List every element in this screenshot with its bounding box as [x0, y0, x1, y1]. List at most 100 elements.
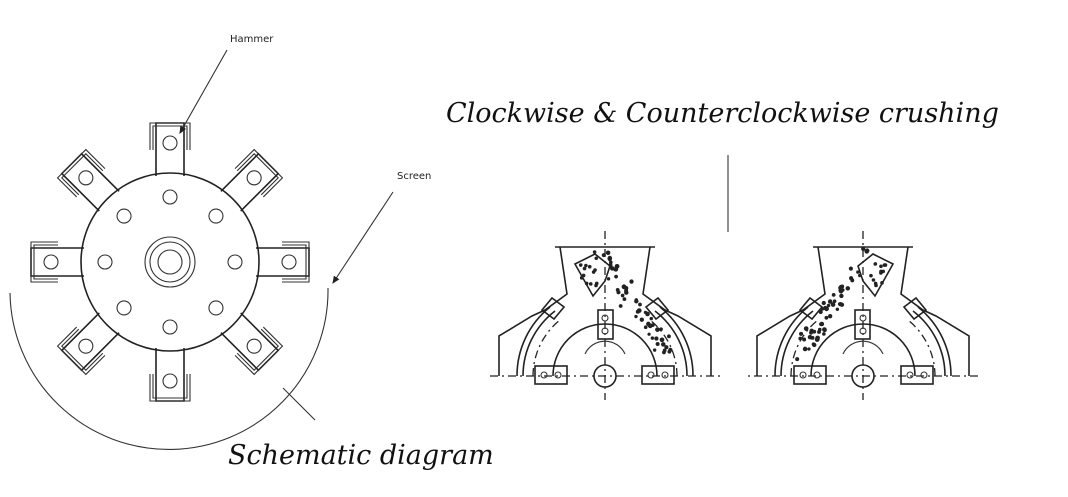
material-particle	[858, 273, 862, 278]
material-particle	[667, 349, 672, 354]
counterclockwise-crusher	[748, 231, 978, 400]
material-particle	[592, 250, 597, 254]
material-particle	[634, 298, 638, 302]
bolt-hole	[208, 208, 224, 224]
material-particle	[581, 273, 586, 278]
hammer-pin-hole	[78, 338, 94, 354]
material-particle	[662, 348, 667, 353]
material-particle	[879, 269, 883, 274]
material-particle	[584, 263, 588, 268]
material-particle	[803, 326, 809, 331]
hammer-pin-hole	[246, 170, 262, 186]
rotor-path	[790, 319, 936, 377]
material-particle	[864, 248, 870, 253]
material-particle	[840, 284, 845, 289]
material-particle	[579, 276, 584, 280]
material-particle	[815, 335, 820, 341]
material-particle	[609, 266, 615, 271]
hammer	[149, 348, 191, 402]
material-particle	[837, 302, 842, 306]
material-particle	[646, 321, 651, 327]
bolt-hole	[116, 208, 132, 224]
material-particle	[613, 267, 619, 272]
bolt-hole	[162, 189, 178, 205]
material-particle	[614, 274, 618, 279]
material-particle	[826, 303, 831, 308]
material-particle	[624, 288, 629, 293]
material-particle	[807, 334, 813, 340]
material-particle	[802, 346, 808, 352]
hammer	[56, 312, 120, 376]
liner-block	[540, 296, 670, 321]
hammer-block	[900, 365, 934, 385]
hammer-mill-rotor	[30, 122, 310, 402]
bolt-hole	[97, 254, 113, 270]
material-particle	[578, 263, 583, 267]
material-particle	[824, 315, 829, 320]
material-particle	[629, 279, 634, 284]
material-particle	[606, 277, 611, 281]
hammer-block	[597, 309, 614, 340]
material-particle	[618, 304, 623, 308]
bolt-hole	[162, 319, 178, 335]
left-casing	[498, 246, 568, 376]
material-particle	[582, 266, 587, 271]
material-particle	[650, 336, 655, 340]
rotor-arc	[552, 323, 658, 377]
material-particle	[608, 260, 613, 265]
hammer-arrow	[179, 49, 228, 134]
hammer-pin-hole	[281, 254, 297, 270]
material-particle	[594, 256, 599, 260]
material-particle	[879, 264, 883, 269]
material-particle	[650, 323, 655, 328]
material-particle	[830, 302, 836, 307]
material-particle	[587, 264, 592, 269]
material-particle	[594, 281, 599, 286]
bolt-hole	[227, 254, 243, 270]
material-particle	[601, 253, 606, 258]
hammer	[56, 148, 120, 212]
material-particle	[655, 341, 660, 346]
material-particle	[812, 342, 817, 348]
material-particle	[850, 278, 855, 283]
hammer-label: Hammer	[230, 34, 274, 45]
hammer-pin-hole	[162, 373, 178, 389]
hammer-block	[641, 365, 675, 385]
material-particle	[799, 331, 804, 336]
hammer-pin-hole	[246, 338, 262, 354]
screen-arc	[9, 287, 329, 451]
deflector-plate	[857, 253, 895, 298]
material-particle	[802, 337, 807, 342]
material-particle	[831, 292, 836, 297]
material-particle	[620, 293, 625, 298]
material-particle	[809, 330, 813, 335]
material-particle	[861, 246, 866, 251]
deflector-plate	[573, 253, 611, 298]
material-particle	[659, 337, 665, 343]
hub-inner	[149, 241, 191, 283]
material-particle	[874, 283, 878, 288]
material-particle	[643, 325, 648, 330]
clockwise-crusher	[490, 231, 720, 400]
material-particle	[643, 310, 648, 314]
material-particle	[880, 281, 884, 285]
rotation-arc	[842, 340, 884, 355]
rotation-arc	[584, 340, 626, 355]
shaft	[851, 364, 875, 388]
material-particle	[638, 302, 642, 307]
material-particle	[827, 299, 833, 304]
hammer-block	[793, 365, 827, 385]
material-particle	[838, 288, 842, 292]
rotor-arc	[810, 323, 916, 377]
material-particle	[795, 357, 800, 362]
right-casing	[642, 246, 712, 376]
material-particle	[832, 299, 837, 304]
material-particle	[661, 342, 666, 347]
material-particle	[659, 327, 663, 332]
material-particle	[649, 316, 654, 321]
material-particle	[828, 314, 833, 319]
hammer-pin-hole	[43, 254, 59, 270]
material-particle	[845, 286, 851, 291]
material-particle	[873, 262, 878, 266]
